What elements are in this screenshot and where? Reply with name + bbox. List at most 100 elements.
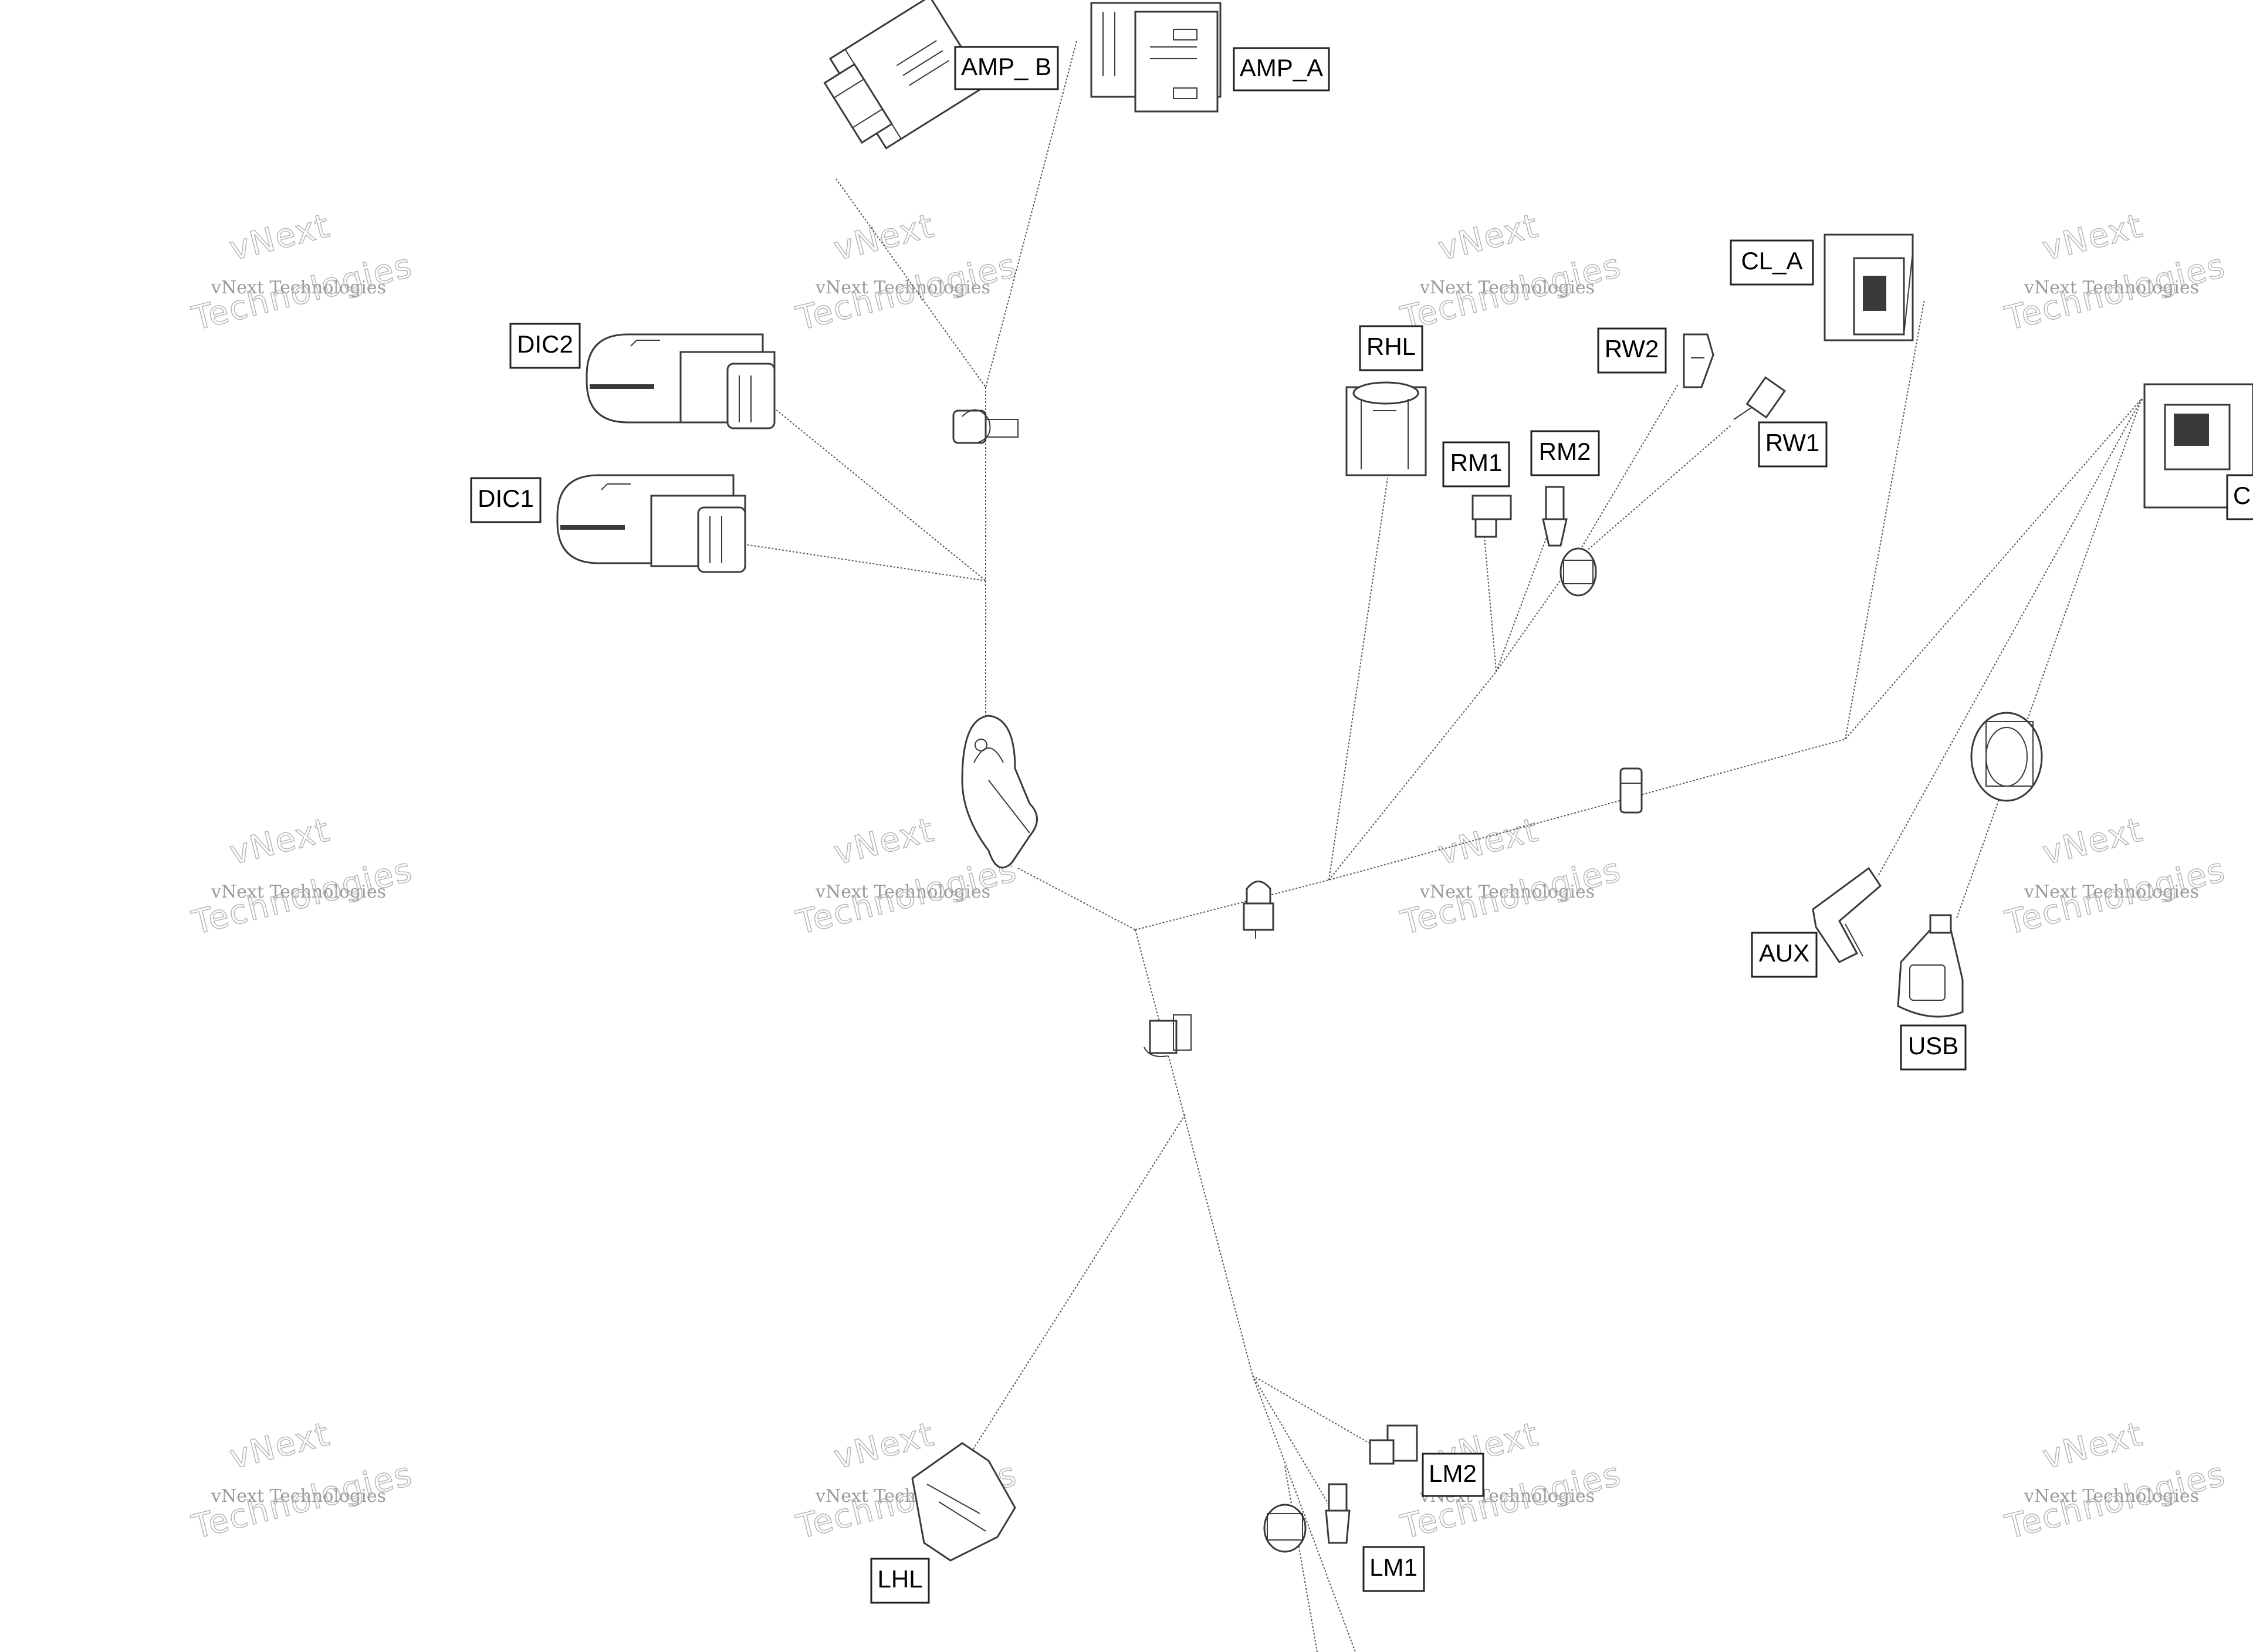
svg-text:AUX: AUX	[1759, 939, 1809, 967]
wire-trunk-right	[1135, 398, 2142, 930]
svg-text:vNext Technologies: vNext Technologies	[1419, 882, 1595, 902]
lm2-terminal	[1369, 1424, 1418, 1465]
svg-text:vNext: vNext	[2039, 1415, 2147, 1477]
label-c: C	[2226, 474, 2253, 520]
wire-lower-tail	[1284, 1466, 1318, 1652]
label-dic2: DIC2	[509, 323, 581, 369]
label-aux: AUX	[1751, 932, 1818, 978]
rw2-terminal	[1683, 333, 1714, 388]
wire-usb	[1956, 398, 2142, 919]
svg-text:RM2: RM2	[1539, 438, 1591, 465]
label-rm2: RM2	[1530, 430, 1600, 476]
rm2-terminal	[1542, 486, 1568, 547]
wire-rm1	[1328, 536, 1497, 881]
label-lm1: LM1	[1362, 1546, 1425, 1592]
usb-plug	[1897, 914, 1964, 1018]
wire-lm1	[1252, 1375, 1330, 1505]
lower-grommet	[1263, 1504, 1307, 1553]
harness-wires	[733, 40, 2160, 1652]
svg-text:vNext: vNext	[1435, 811, 1542, 872]
usb-aux-grommet	[1970, 712, 2043, 802]
svg-text:USB: USB	[1908, 1032, 1958, 1059]
watermark: vNext vNext Technologies Technologies	[1396, 206, 1626, 339]
splice-grommet	[1559, 547, 1597, 597]
svg-text:vNext Technologies: vNext Technologies	[815, 882, 990, 902]
svg-text:RHL: RHL	[1366, 333, 1416, 360]
watermark: vNext vNext Technologies Technologies	[2001, 206, 2230, 339]
label-rw2: RW2	[1597, 327, 1667, 374]
watermark: vNext vNext Technologies Technologies	[2001, 1415, 2230, 1548]
wire-rm2	[1496, 530, 1550, 672]
svg-text:RW1: RW1	[1765, 429, 1820, 456]
svg-text:vNext Technologies: vNext Technologies	[2024, 882, 2199, 902]
lm1-terminal	[1325, 1483, 1351, 1544]
wire-lhl	[962, 1114, 1186, 1467]
wire-trunk-center	[1017, 868, 1136, 930]
svg-text:vNext: vNext	[1435, 206, 1542, 268]
svg-text:C: C	[2233, 482, 2251, 509]
cl-a-connector	[1824, 233, 1914, 341]
label-rw1: RW1	[1758, 421, 1828, 468]
wire-rhl	[1328, 478, 1388, 881]
wire-amp-b	[835, 178, 986, 388]
label-rhl: RHL	[1359, 325, 1423, 371]
wire-amp-a	[985, 40, 1077, 388]
svg-text:LM1: LM1	[1369, 1553, 1418, 1581]
watermark: vNext vNext Technologies Technologies	[2001, 811, 2230, 943]
c-connector	[2143, 383, 2253, 509]
watermark: vNext vNext Technologies Technologies	[188, 1415, 417, 1548]
svg-text:LHL: LHL	[877, 1565, 922, 1593]
wire-dic2	[762, 398, 986, 581]
watermark: vNext vNext Technologies Technologies	[1396, 1415, 1626, 1548]
inline-fuse	[1619, 767, 1643, 814]
watermark: vNext vNext Technologies Technologies	[792, 206, 1021, 339]
grommet-boot	[961, 715, 1038, 869]
svg-text:vNext Technologies: vNext Technologies	[2024, 1486, 2199, 1507]
label-amp-b: AMP_ B	[954, 46, 1059, 90]
svg-text:RW2: RW2	[1605, 335, 1659, 363]
amp-a-connector	[1090, 2, 1222, 113]
dic1-connector	[556, 474, 746, 573]
svg-text:LM2: LM2	[1429, 1460, 1477, 1487]
svg-text:vNext: vNext	[226, 206, 334, 268]
rw1-terminal	[1733, 376, 1786, 420]
wire-rw	[1496, 384, 1679, 672]
svg-text:vNext Technologies: vNext Technologies	[815, 277, 990, 298]
watermark: vNext vNext Technologies Technologies	[188, 206, 417, 339]
aux-jack	[1812, 866, 1882, 963]
rhl-connector	[1345, 381, 1427, 476]
svg-text:vNext: vNext	[226, 1415, 334, 1477]
svg-text:AMP_A: AMP_A	[1240, 54, 1323, 82]
label-dic1: DIC1	[470, 477, 542, 523]
svg-text:vNext: vNext	[2039, 811, 2147, 872]
svg-text:DIC2: DIC2	[517, 330, 573, 358]
label-lhl: LHL	[870, 1558, 930, 1604]
svg-text:RM1: RM1	[1450, 449, 1503, 476]
label-cl-a: CL_A	[1730, 239, 1814, 286]
svg-text:vNext Technologies: vNext Technologies	[1419, 277, 1595, 298]
svg-text:vNext Technologies: vNext Technologies	[211, 1486, 386, 1507]
svg-text:vNext: vNext	[2039, 206, 2147, 268]
svg-text:vNext: vNext	[226, 811, 334, 872]
svg-text:vNext Technologies: vNext Technologies	[211, 882, 386, 902]
svg-text:CL_A: CL_A	[1741, 247, 1802, 275]
svg-text:vNext: vNext	[830, 1415, 938, 1477]
upper-clip	[952, 409, 1019, 444]
wire-aux	[1877, 398, 2142, 878]
svg-text:vNext Technologies: vNext Technologies	[2024, 277, 2199, 298]
label-rm1: RM1	[1442, 441, 1510, 488]
connector-labels: AMP_ B AMP_A DIC2 DIC1 RHL RW2 CL_A RM1	[470, 46, 2253, 1604]
svg-text:vNext Technologies: vNext Technologies	[211, 277, 386, 298]
wire-lm2	[1252, 1375, 1385, 1453]
amp-b-connector	[823, 0, 987, 150]
lower-clip	[1144, 1014, 1192, 1057]
svg-text:vNext: vNext	[830, 811, 938, 872]
watermark-layer: vNext vNext Technologies Technologies vN…	[188, 206, 2230, 1548]
label-lm2: LM2	[1422, 1453, 1484, 1497]
dic2-connector	[586, 333, 776, 429]
watermark: vNext vNext Technologies Technologies	[1396, 811, 1626, 943]
label-amp-a: AMP_A	[1233, 47, 1330, 92]
svg-text:DIC1: DIC1	[478, 485, 534, 512]
svg-text:AMP_ B: AMP_ B	[961, 53, 1051, 80]
